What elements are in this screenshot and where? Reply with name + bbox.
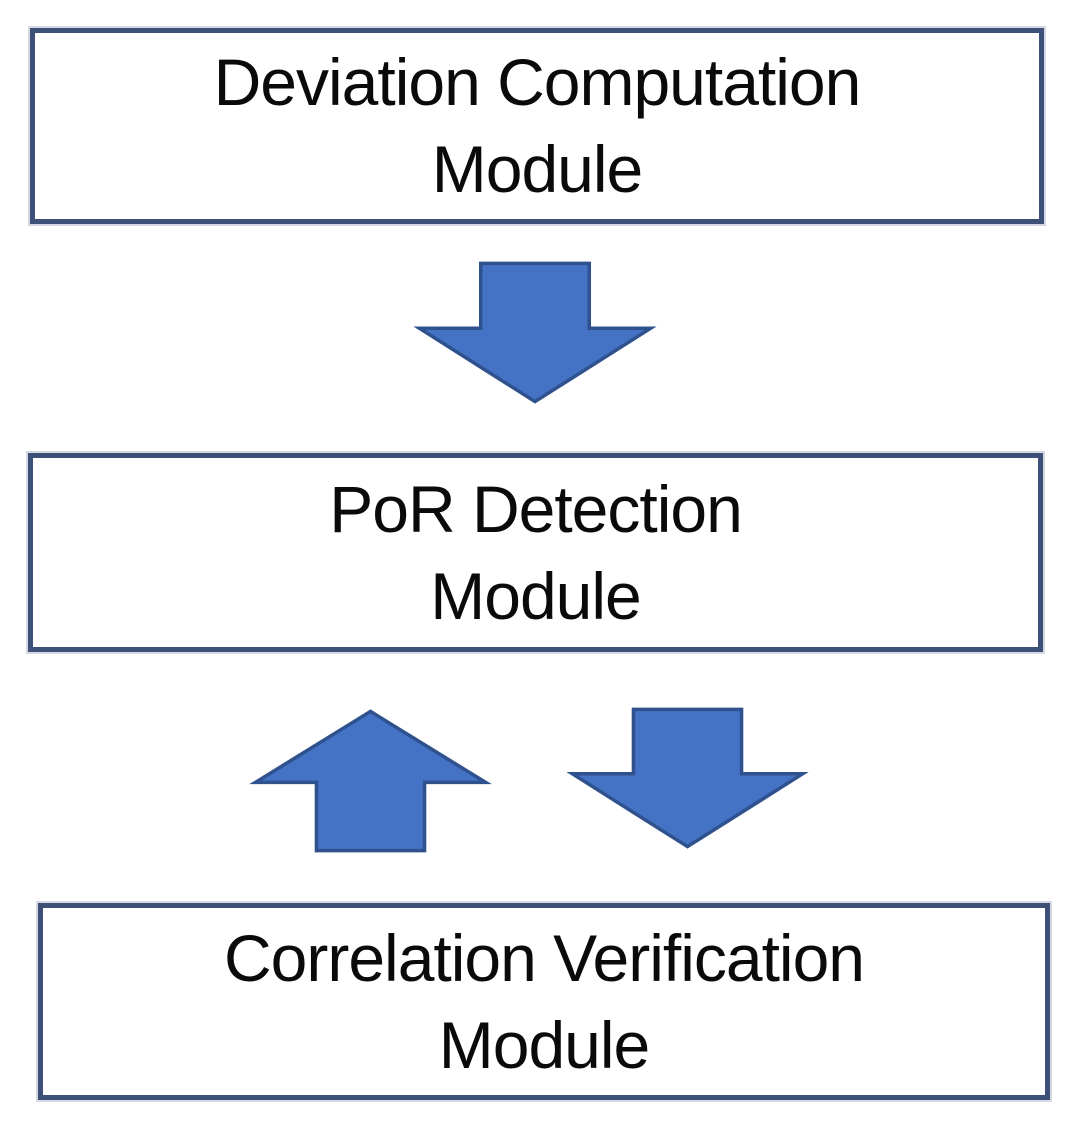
node-label-line: PoR Detection: [329, 471, 743, 546]
node-label-line: Module: [438, 1007, 650, 1082]
node-label-line: Module: [431, 132, 643, 206]
box-por-detection-module: PoR Detection Module: [28, 453, 1043, 652]
node-label-line: Module: [430, 558, 641, 633]
up-arrow-icon: [253, 710, 488, 852]
box-correlation-verification-module: Correlation Verification Module: [38, 903, 1050, 1100]
node-label-line: Deviation Computation: [213, 45, 862, 119]
node-label-line: Correlation Verification: [224, 920, 865, 995]
down-arrow-icon: [417, 262, 653, 403]
down-arrow-icon: [570, 708, 805, 848]
box-deviation-computation-module: Deviation Computation Module: [30, 28, 1044, 224]
